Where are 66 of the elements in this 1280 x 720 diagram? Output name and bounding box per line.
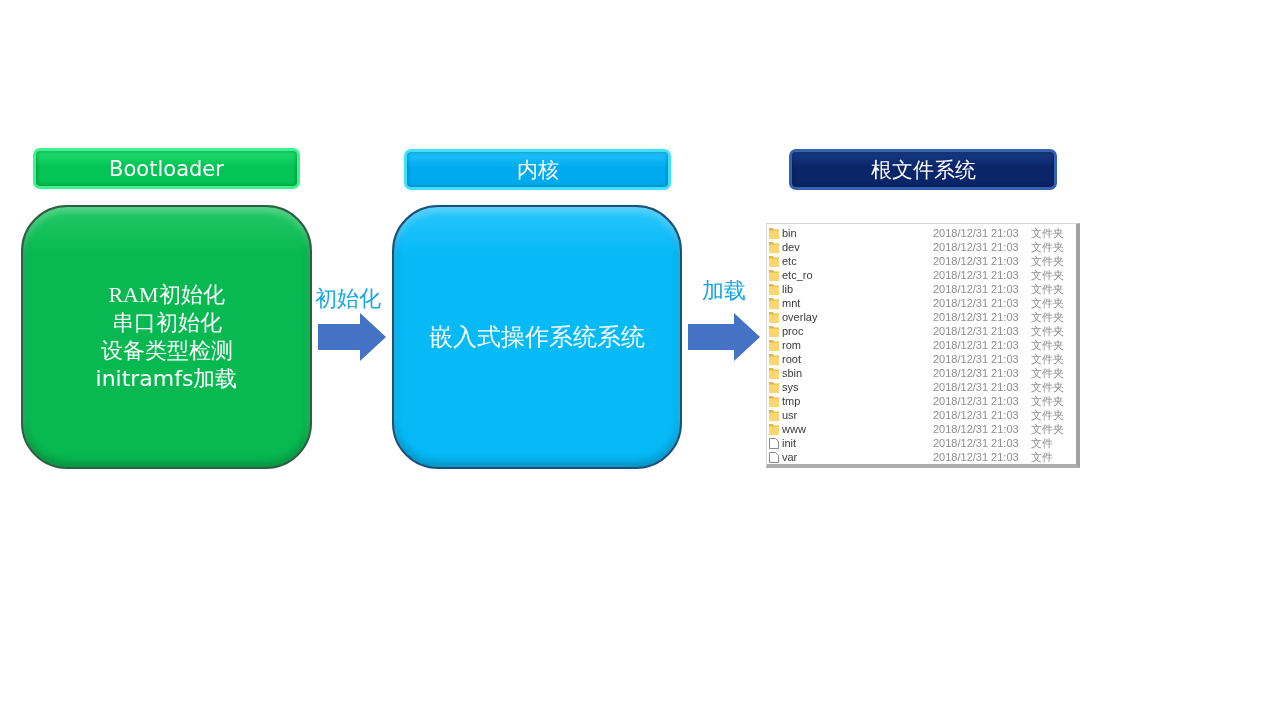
file-type: 文件夹 (1031, 366, 1064, 380)
file-name: overlay (782, 310, 818, 324)
file-name: etc_ro (782, 268, 813, 282)
file-name: rom (782, 338, 801, 352)
timestamp: 2018/12/31 21:03 (933, 240, 1019, 254)
edge-label: 加载 (701, 278, 747, 304)
block-arrow (318, 313, 386, 361)
header-band: 内核 (404, 149, 671, 190)
timestamp: 2018/12/31 21:03 (933, 394, 1019, 408)
file-type: 文件夹 (1031, 352, 1064, 366)
file-name: var (782, 450, 798, 464)
file-name: sbin (782, 366, 803, 380)
file-type: 文件夹 (1031, 422, 1064, 436)
rounded-box (21, 205, 312, 469)
file-type: 文件夹 (1031, 338, 1064, 352)
rounded-box (392, 205, 682, 469)
file-type: 文件 (1031, 450, 1053, 464)
timestamp: 2018/12/31 21:03 (933, 408, 1019, 422)
file-name: tmp (782, 394, 801, 408)
file-type: 文件夹 (1031, 268, 1064, 282)
header-band: Bootloader (33, 148, 300, 189)
file-name: www (782, 422, 806, 436)
file-type: 文件夹 (1031, 394, 1064, 408)
timestamp: 2018/12/31 21:03 (933, 366, 1019, 380)
file-name: root (782, 352, 801, 366)
timestamp: 2018/12/31 21:03 (933, 296, 1019, 310)
file-name: bin (782, 226, 797, 240)
timestamp: 2018/12/31 21:03 (933, 226, 1019, 240)
file-name: dev (782, 240, 800, 254)
timestamp: 2018/12/31 21:03 (933, 282, 1019, 296)
file-type: 文件夹 (1031, 254, 1064, 268)
file-type: 文件夹 (1031, 324, 1064, 338)
box-text: 设备类型检测 (100, 337, 233, 365)
timestamp: 2018/12/31 21:03 (933, 380, 1019, 394)
timestamp: 2018/12/31 21:03 (933, 436, 1019, 450)
block-arrow (688, 313, 760, 361)
file-type: 文件夹 (1031, 282, 1064, 296)
edge-label: 初始化 (314, 286, 382, 312)
file-name: usr (782, 408, 798, 422)
timestamp: 2018/12/31 21:03 (933, 268, 1019, 282)
file-name: sys (782, 380, 799, 394)
file-name: mnt (782, 296, 801, 310)
timestamp: 2018/12/31 21:03 (933, 338, 1019, 352)
timestamp: 2018/12/31 21:03 (933, 324, 1019, 338)
file-type: 文件夹 (1031, 296, 1064, 310)
timestamp: 2018/12/31 21:03 (933, 450, 1019, 464)
file-type: 文件夹 (1031, 310, 1064, 324)
file-name: proc (782, 324, 804, 338)
file-type: 文件 (1031, 436, 1053, 450)
timestamp: 2018/12/31 21:03 (933, 254, 1019, 268)
file-type: 文件夹 (1031, 380, 1064, 394)
file-type: 文件夹 (1031, 240, 1064, 254)
timestamp: 2018/12/31 21:03 (933, 310, 1019, 324)
file-name: lib (782, 282, 793, 296)
box-text: 嵌入式操作系统系统 (429, 322, 645, 352)
file-list-window (766, 223, 1080, 468)
file-name: etc (782, 254, 797, 268)
file-type: 文件夹 (1031, 226, 1064, 240)
box-text: initramfs加载 (95, 365, 238, 393)
file-type: 文件夹 (1031, 408, 1064, 422)
box-text: 串口初始化 (111, 309, 222, 337)
header-band: 根文件系统 (789, 149, 1057, 190)
timestamp: 2018/12/31 21:03 (933, 422, 1019, 436)
box-text: RAM初始化 (108, 281, 225, 309)
file-name: init (782, 436, 797, 450)
timestamp: 2018/12/31 21:03 (933, 352, 1019, 366)
